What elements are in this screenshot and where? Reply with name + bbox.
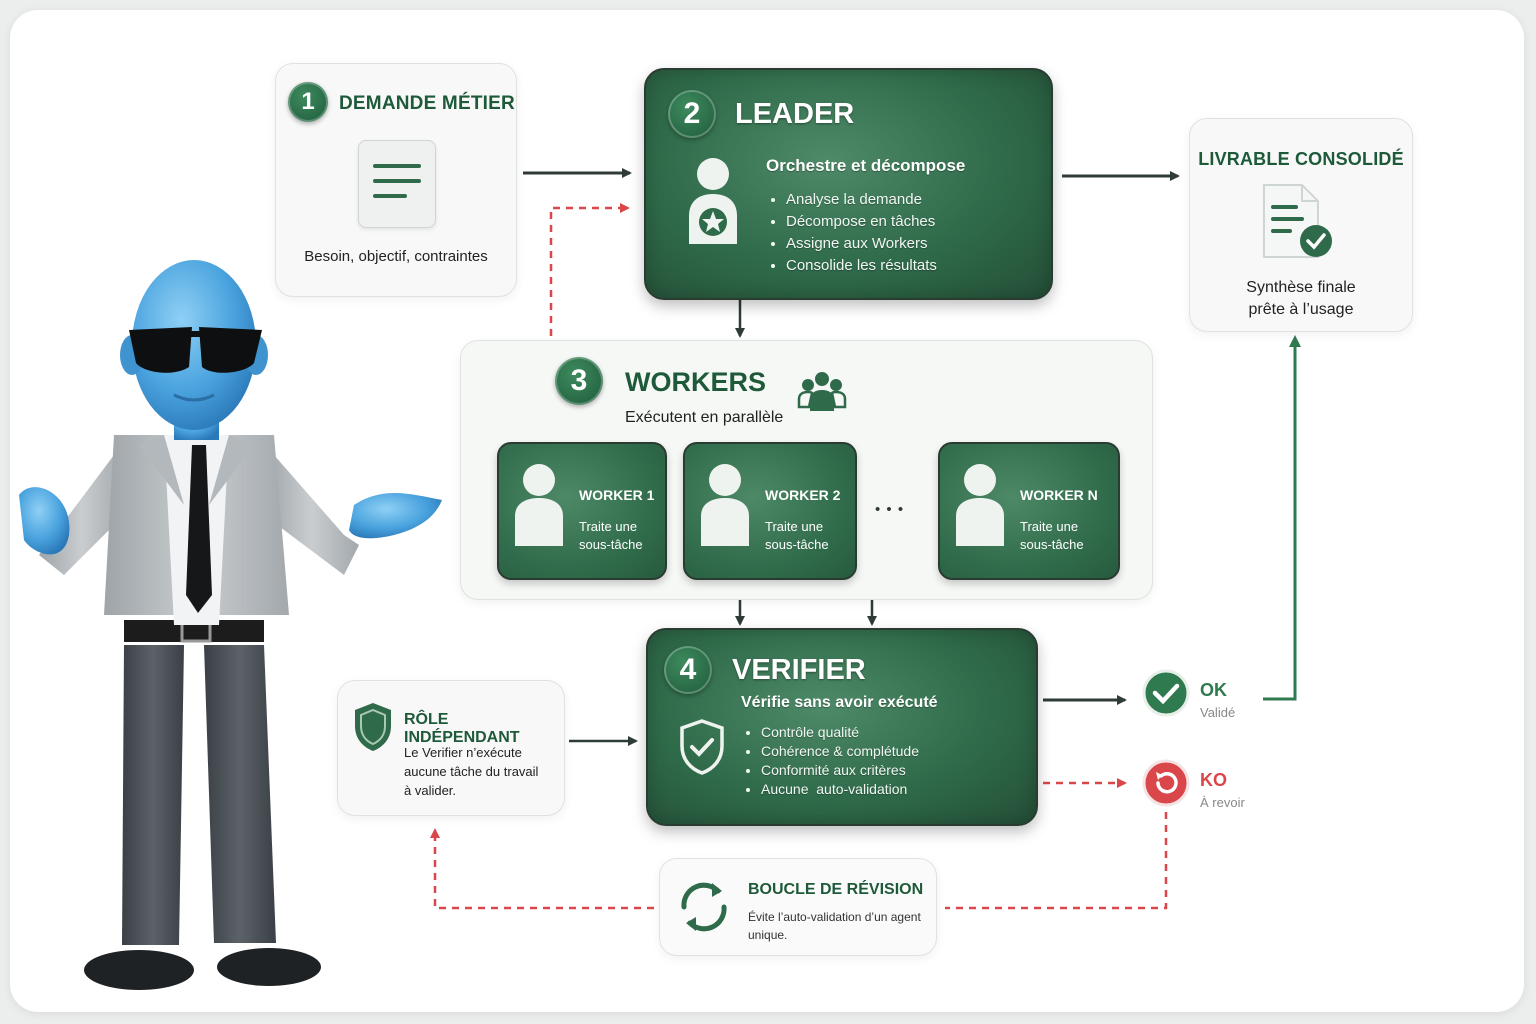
verifier-check-list: Contrôle qualité Cohérence & complétude …	[741, 723, 919, 799]
worker-card: WORKER 1 Traite une sous-tâche	[497, 442, 667, 580]
arrow-ok-to-livrable	[1263, 335, 1301, 701]
worker-title: WORKER 2	[765, 487, 841, 503]
demande-metier-caption: Besoin, objectif, contraintes	[304, 248, 488, 265]
role-description: Le Verifier n’exécute aucune tâche du tr…	[404, 743, 538, 800]
boucle-description: Évite l’auto-validation d’un agent uniqu…	[748, 908, 921, 944]
role-description-line: Le Verifier n’exécute	[404, 745, 522, 760]
leader-task-item: Décompose en tâches	[786, 211, 937, 233]
livrable-caption-line: prête à l’usage	[1248, 301, 1354, 318]
boucle-description-line: unique.	[748, 928, 788, 942]
boucle-revision-card: BOUCLE DE RÉVISION Évite l’auto-validati…	[659, 858, 937, 956]
document-check-icon	[1263, 184, 1332, 258]
workers-subtitle: Exécutent en parallèle	[625, 409, 784, 426]
arrow-workers-feedback-to-leader	[549, 203, 630, 336]
undo-circle-icon	[1142, 759, 1190, 807]
worker-avatar-icon	[956, 464, 1004, 546]
arrow-ko-loop	[945, 812, 1168, 910]
worker-card: WORKER 2 Traite une sous-tâche	[683, 442, 857, 580]
verifier-check-item: Conformité aux critères	[761, 761, 919, 780]
leader-card: 2 LEADER Orchestre et décompose Analyse …	[644, 68, 1053, 300]
step-number-badge: 2	[668, 90, 716, 138]
worker-description-line: sous-tâche	[579, 537, 643, 552]
livrable-title: LIVRABLE CONSOLIDÉ	[1198, 149, 1404, 169]
verifier-check-item: Contrôle qualité	[761, 723, 919, 742]
role-title: RÔLE INDÉPENDANT	[404, 711, 520, 746]
ko-sublabel: À revoir	[1200, 795, 1245, 810]
worker-description: Traite une sous-tâche	[1020, 518, 1110, 554]
refresh-cycle-icon	[681, 882, 727, 932]
worker-description-line: Traite une	[765, 519, 824, 534]
arrow-loop-to-role	[430, 828, 654, 910]
worker-description: Traite une sous-tâche	[579, 518, 669, 554]
boucle-title: BOUCLE DE RÉVISION	[748, 881, 924, 898]
shield-check-icon	[680, 719, 724, 775]
worker-description: Traite une sous-tâche	[765, 518, 855, 554]
leader-task-item: Analyse la demande	[786, 189, 937, 211]
livrable-caption-line: Synthèse finale	[1246, 279, 1356, 296]
demande-metier-title: DEMANDE MÉTIER	[339, 93, 515, 114]
workers-title: WORKERS	[625, 367, 766, 397]
step-number-badge: 1	[288, 82, 328, 122]
leader-task-item: Consolide les résultats	[786, 255, 937, 277]
worker-description-line: sous-tâche	[765, 537, 829, 552]
step-number-badge: 4	[664, 646, 712, 694]
verifier-title: VERIFIER	[732, 654, 866, 686]
worker-description-line: Traite une	[579, 519, 638, 534]
verifier-check-item: Aucune auto-validation	[761, 780, 919, 799]
worker-card: WORKER N Traite une sous-tâche	[938, 442, 1120, 580]
document-lines-icon	[358, 140, 436, 228]
demande-metier-card: 1 DEMANDE MÉTIER Besoin, objectif, contr…	[275, 63, 517, 297]
worker-description-line: sous-tâche	[1020, 537, 1084, 552]
verifier-card: 4 VERIFIER Vérifie sans avoir exécuté Co…	[646, 628, 1038, 826]
workers-ellipsis: • • •	[875, 501, 905, 518]
check-circle-icon	[1142, 669, 1190, 717]
worker-title: WORKER 1	[579, 487, 655, 503]
leader-star-person-icon	[689, 158, 737, 244]
leader-task-list: Analyse la demande Décompose en tâches A…	[766, 189, 937, 277]
role-independant-card: RÔLE INDÉPENDANT Le Verifier n’exécute a…	[337, 680, 565, 816]
ko-label: KO	[1200, 770, 1227, 790]
ok-label: OK	[1200, 680, 1227, 700]
leader-subtitle: Orchestre et décompose	[766, 156, 966, 175]
livrable-caption: Synthèse finale prête à l’usage	[1190, 277, 1412, 321]
leader-title: LEADER	[735, 98, 855, 130]
group-users-icon	[797, 372, 847, 411]
worker-avatar-icon	[515, 464, 563, 546]
role-description-line: aucune tâche du travail	[404, 764, 539, 779]
verifier-check-item: Cohérence & complétude	[761, 742, 919, 761]
shield-icon	[355, 703, 391, 751]
ok-sublabel: Validé	[1200, 705, 1236, 720]
leader-task-item: Assigne aux Workers	[786, 233, 937, 255]
worker-title: WORKER N	[1020, 487, 1098, 503]
worker-description-line: Traite une	[1020, 519, 1079, 534]
role-description-line: à valider.	[404, 783, 457, 798]
mascot-character	[19, 260, 442, 990]
livrable-consolide-card: LIVRABLE CONSOLIDÉ Synthèse finale prête…	[1189, 118, 1413, 332]
boucle-description-line: Évite l’auto-validation d’un agent	[748, 910, 921, 924]
worker-avatar-icon	[701, 464, 749, 546]
verifier-subtitle: Vérifie sans avoir exécuté	[741, 694, 938, 711]
step-number-badge: 3	[555, 357, 603, 405]
